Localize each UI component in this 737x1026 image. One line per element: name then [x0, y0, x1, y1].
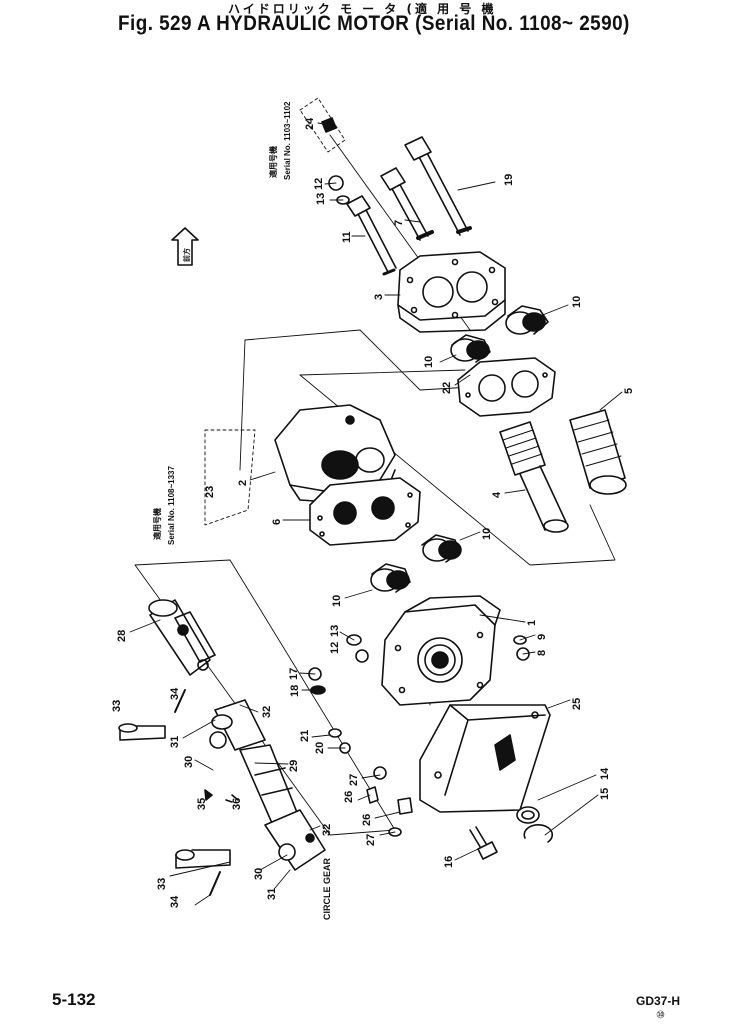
- leader-lines: [129, 122, 623, 906]
- flange-housing-part-1: [381, 595, 501, 706]
- drive-shaft-part-29: [204, 699, 326, 871]
- callout-13: 13: [315, 193, 327, 205]
- drive-gear-shaft-part-4: [499, 421, 569, 533]
- callout-10: 10: [423, 356, 435, 368]
- callout-10: 10: [481, 528, 493, 540]
- callout-12: 12: [313, 178, 325, 190]
- callout-3: 3: [373, 294, 385, 300]
- pin-33-upper: [118, 689, 186, 741]
- callout-labels: 24 12 13 11 7 19 3 10 10 22 5 4 2 23 6 1…: [111, 117, 635, 908]
- serial-note-top: Serial No. 1103~1102: [283, 101, 292, 180]
- callout-10: 10: [571, 296, 583, 308]
- callout-6: 6: [271, 519, 283, 525]
- callout-29: 29: [288, 760, 300, 772]
- callout-31: 31: [266, 888, 278, 900]
- callout-33: 33: [111, 700, 123, 712]
- bearing-10-upper-a: [505, 305, 549, 335]
- bracket-part-25: [419, 704, 551, 813]
- callout-7: 7: [393, 220, 405, 226]
- callout-36: 36: [231, 798, 243, 810]
- callout-23: 23: [204, 486, 216, 498]
- callout-11: 11: [341, 231, 353, 243]
- callout-15: 15: [599, 788, 611, 800]
- callout-10: 10: [331, 595, 343, 607]
- callout-26: 26: [361, 814, 373, 826]
- callout-17: 17: [288, 668, 300, 680]
- callout-2: 2: [237, 480, 249, 486]
- callout-30: 30: [183, 756, 195, 768]
- serial-note-top-jp: 適用号機: [268, 146, 278, 178]
- revision-mark: ⑩: [656, 1010, 665, 1021]
- callout-25: 25: [571, 698, 583, 710]
- callout-31: 31: [169, 736, 181, 748]
- callout-12: 12: [329, 642, 341, 654]
- bearing-10-upper-b: [450, 334, 491, 363]
- serial-note-mid: Serial No. 1108~1337: [167, 466, 176, 546]
- serial-note-mid-jp: 適用号機: [152, 508, 162, 540]
- callout-34: 34: [169, 687, 181, 700]
- callout-20: 20: [314, 742, 326, 754]
- callout-28: 28: [116, 630, 128, 642]
- callout-27: 27: [365, 834, 377, 846]
- callout-26: 26: [343, 791, 355, 803]
- page-number: 5-132: [52, 990, 96, 1009]
- callout-21: 21: [299, 730, 311, 742]
- bearing-10-lower-b: [370, 563, 411, 593]
- bolt-19: [404, 136, 472, 236]
- callout-18: 18: [289, 685, 301, 697]
- front-arrow-label: 前方: [182, 248, 191, 262]
- yoke-part-28: [148, 599, 216, 676]
- side-plate-part-6: [309, 477, 421, 546]
- pin-33-lower: [175, 849, 231, 896]
- callout-30: 30: [253, 868, 265, 880]
- callout-22: 22: [441, 382, 453, 394]
- seal-ring-part-14: [516, 806, 540, 824]
- gasket-part-22: [457, 357, 556, 417]
- model-code: GD37-H: [636, 994, 681, 1008]
- callout-24: 24: [304, 117, 316, 130]
- callout-8: 8: [536, 650, 548, 656]
- callout-32: 32: [321, 824, 333, 836]
- callout-1: 1: [526, 620, 538, 626]
- callout-27: 27: [348, 774, 360, 786]
- notes: 適用号機 Serial No. 1103~1102 適用号機 Serial No…: [152, 101, 332, 920]
- cover-plate-part-3: [397, 251, 506, 333]
- driven-gear-part-5: [569, 409, 627, 495]
- bolt-part-16: [469, 826, 498, 860]
- callout-33: 33: [156, 878, 168, 890]
- callout-32: 32: [261, 706, 273, 718]
- callout-34: 34: [169, 895, 181, 908]
- bolt-7: [380, 167, 434, 241]
- callout-14: 14: [599, 767, 611, 780]
- front-direction-arrow-icon: [171, 227, 199, 266]
- callout-16: 16: [443, 856, 455, 868]
- callout-13: 13: [329, 625, 341, 637]
- callout-9: 9: [536, 634, 548, 640]
- bearing-10-lower-a: [421, 534, 462, 563]
- callout-4: 4: [491, 491, 503, 498]
- callout-35: 35: [196, 798, 208, 810]
- snap-ring-part-15: [523, 824, 554, 843]
- bolts-washers-26-27: [328, 728, 413, 837]
- bolt-11: [346, 195, 397, 276]
- circle-gear-note: CIRCLE GEAR: [322, 857, 332, 920]
- title-japanese: ハイドロリック モ ー タ (適 用 号 機: [228, 2, 497, 16]
- figure-title: Fig. 529 A HYDRAULIC MOTOR (Serial No. 1…: [118, 12, 630, 35]
- callout-19: 19: [503, 174, 515, 186]
- callout-5: 5: [623, 388, 635, 394]
